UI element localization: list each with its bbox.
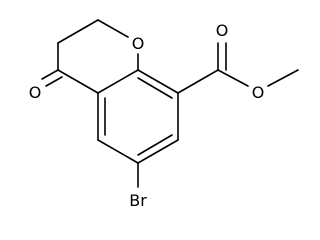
- bond-c6-c7: [137, 139, 179, 164]
- bromine-label: Br: [129, 191, 147, 210]
- bond-ester-o-methyl: [267, 69, 299, 87]
- bond-c8-c8a-inner: [137, 77, 173, 99]
- bond-c8-c8a: [137, 69, 179, 94]
- bond-c4-ketone-o: [41, 69, 59, 80]
- bond-c4-c4a: [57, 69, 99, 94]
- ester-oxygen-label: O: [252, 83, 265, 102]
- bond-c8-ester-c: [177, 69, 219, 94]
- ring-oxygen-label: O: [132, 34, 145, 53]
- bond-c4-ketone-o-double: [45, 76, 63, 87]
- bond-c5-c6: [97, 139, 139, 164]
- bond-o1-c2: [97, 19, 129, 38]
- ketone-oxygen-label: O: [29, 83, 42, 102]
- bond-c2-c3: [57, 19, 99, 44]
- bond-ester-c-ester-o: [217, 69, 249, 87]
- bond-c8a-c4a: [97, 69, 139, 94]
- bond-c6-c7-inner: [137, 134, 173, 156]
- carbonyl-oxygen-label: O: [216, 21, 229, 40]
